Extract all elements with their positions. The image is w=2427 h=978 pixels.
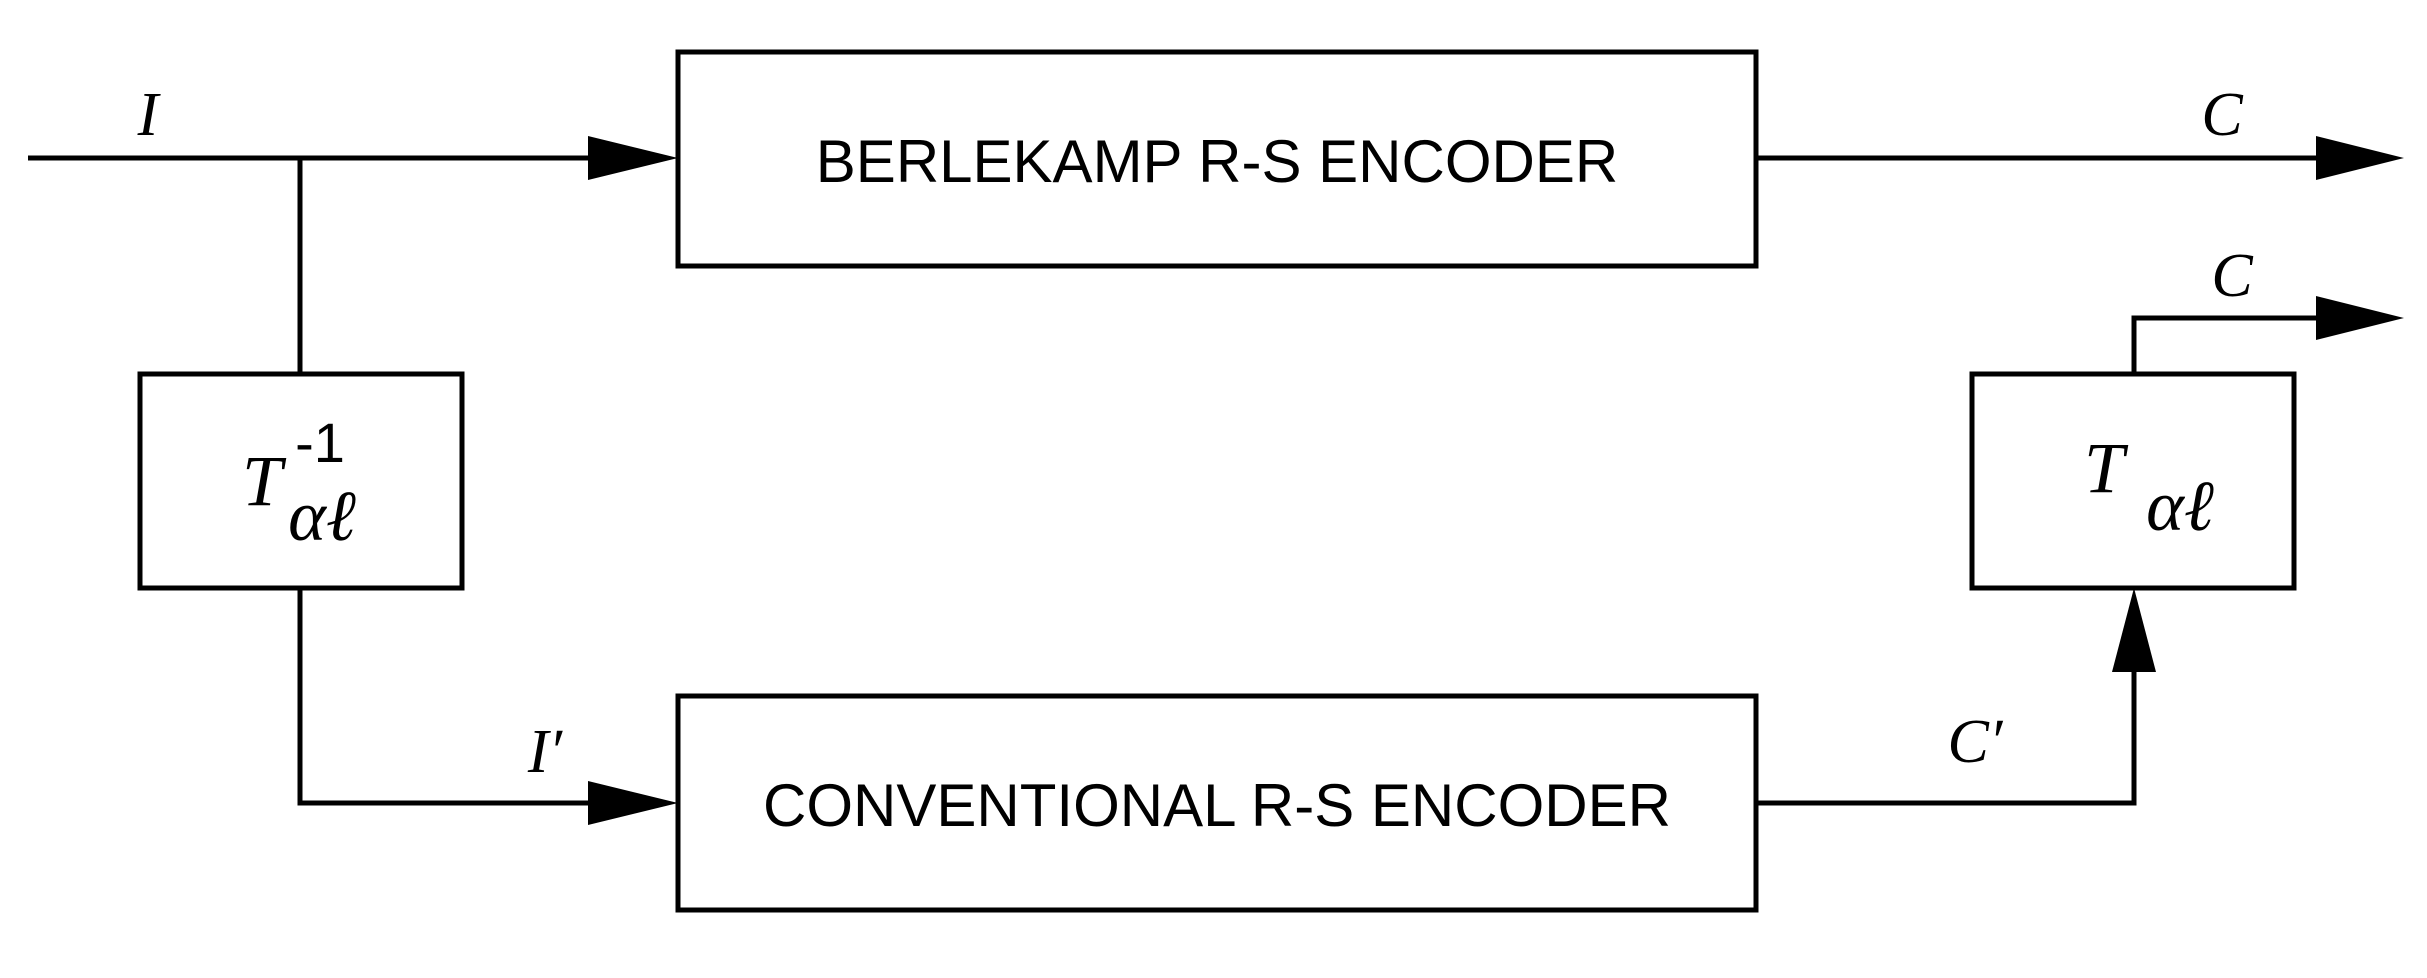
conventional-encoder-label: CONVENTIONAL R-S ENCODER bbox=[763, 772, 1671, 839]
transformed-input-wire bbox=[297, 588, 590, 806]
top-output-arrowhead bbox=[2316, 136, 2404, 180]
transformed-input-signal-label: I′ bbox=[527, 718, 564, 786]
input-arrowhead bbox=[588, 136, 678, 180]
inverse-transform-subscript: αℓ bbox=[288, 476, 356, 556]
inverse-transform-exponent: -1 bbox=[295, 411, 345, 474]
transform-base: T bbox=[2084, 428, 2129, 508]
transformed-input-arrowhead bbox=[588, 781, 678, 825]
conventional-output-wire bbox=[1756, 670, 2137, 806]
transform-subscript: αℓ bbox=[2146, 466, 2214, 546]
berlekamp-encoder-label: BERLEKAMP R-S ENCODER bbox=[816, 128, 1618, 195]
conventional-output-arrowhead bbox=[2112, 588, 2156, 672]
conventional-encoder-block bbox=[675, 693, 1759, 913]
top-output-signal-label: C bbox=[2201, 81, 2243, 149]
input-signal-label: I bbox=[137, 81, 162, 149]
inverse-transform-base: T bbox=[242, 441, 287, 521]
bottom-output-signal-label: C bbox=[2211, 242, 2253, 310]
bottom-output-wire bbox=[2131, 315, 2318, 374]
transform-block bbox=[1969, 371, 2297, 591]
conventional-output-signal-label: C′ bbox=[1948, 708, 2004, 776]
inverse-transform-block bbox=[137, 371, 465, 591]
bottom-output-arrowhead bbox=[2316, 296, 2404, 340]
